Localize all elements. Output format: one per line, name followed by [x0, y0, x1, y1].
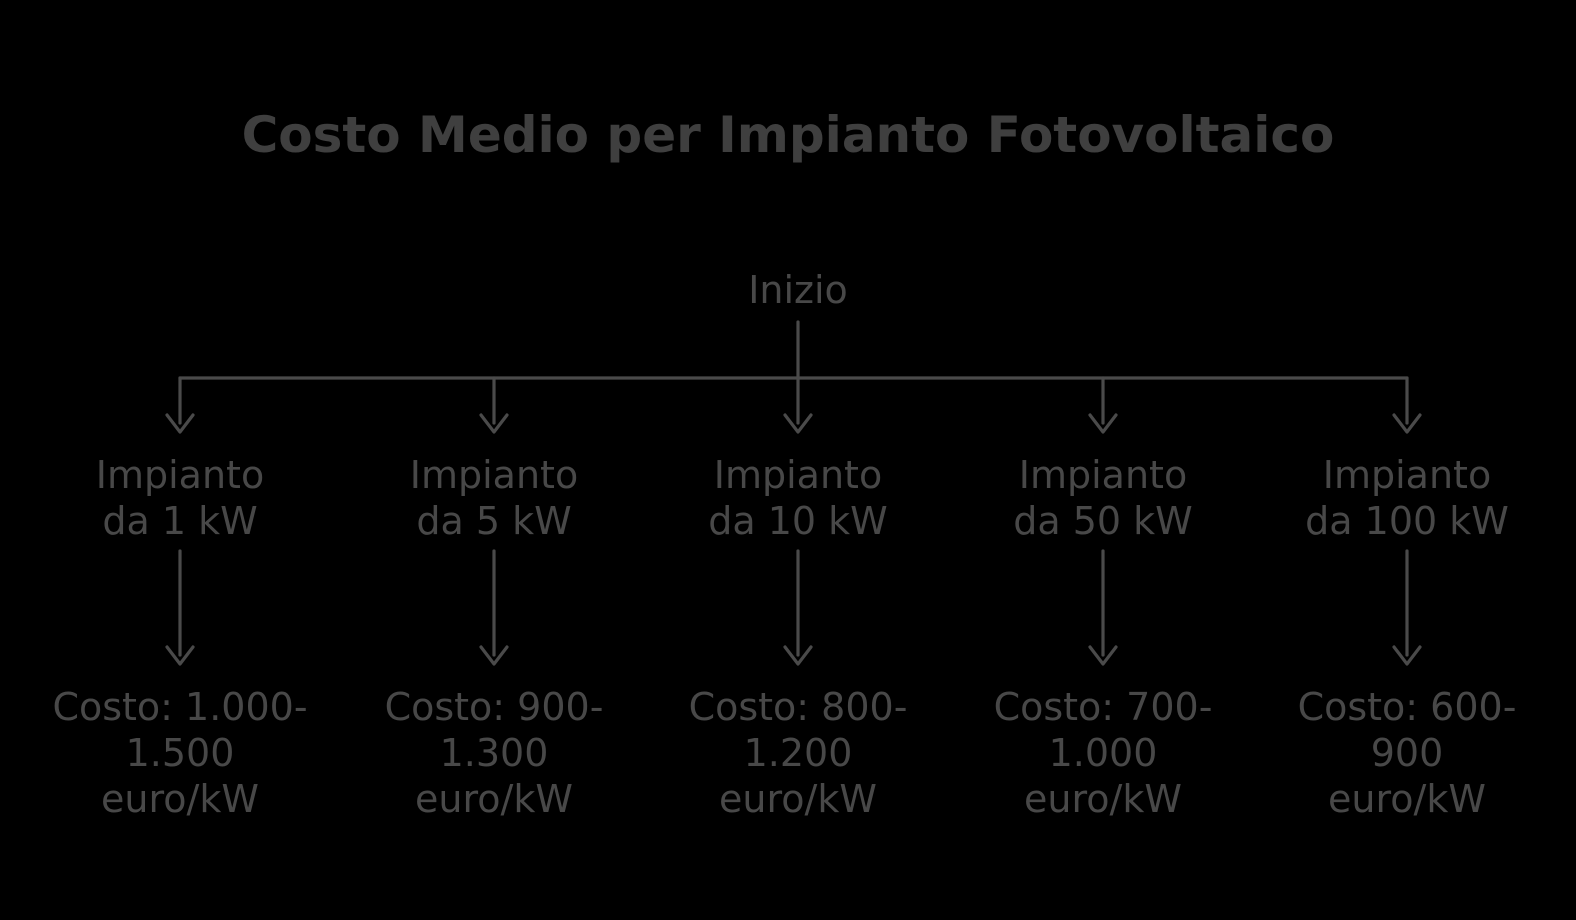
node-impianto-100kw: Impianto da 100 kW — [1305, 453, 1509, 543]
diagram-title: Costo Medio per Impianto Fotovoltaico — [241, 106, 1335, 164]
node-cost-5kw: Costo: 900- 1.300 euro/kW — [384, 685, 604, 821]
arrowhead-icon — [1088, 413, 1118, 434]
node-cost-50kw: Costo: 700- 1.000 euro/kW — [993, 685, 1213, 821]
node-inizio: Inizio — [748, 268, 848, 312]
arrowhead-icon — [783, 645, 813, 666]
node-impianto-10kw: Impianto da 10 kW — [708, 453, 888, 543]
arrowhead-icon — [479, 645, 509, 666]
arrowhead-icon — [165, 645, 195, 666]
node-impianto-1kw: Impianto da 1 kW — [95, 453, 265, 543]
arrowhead-icon — [1392, 645, 1422, 666]
arrowhead-icon — [783, 413, 813, 434]
node-cost-1kw: Costo: 1.000- 1.500 euro/kW — [52, 685, 308, 821]
node-cost-10kw: Costo: 800- 1.200 euro/kW — [688, 685, 908, 821]
arrowhead-icon — [165, 413, 195, 434]
arrowhead-icon — [479, 413, 509, 434]
arrowhead-icon — [1088, 645, 1118, 666]
node-cost-100kw: Costo: 600- 900 euro/kW — [1297, 685, 1517, 821]
node-impianto-5kw: Impianto da 5 kW — [409, 453, 579, 543]
node-impianto-50kw: Impianto da 50 kW — [1013, 453, 1193, 543]
arrowhead-icon — [1392, 413, 1422, 434]
